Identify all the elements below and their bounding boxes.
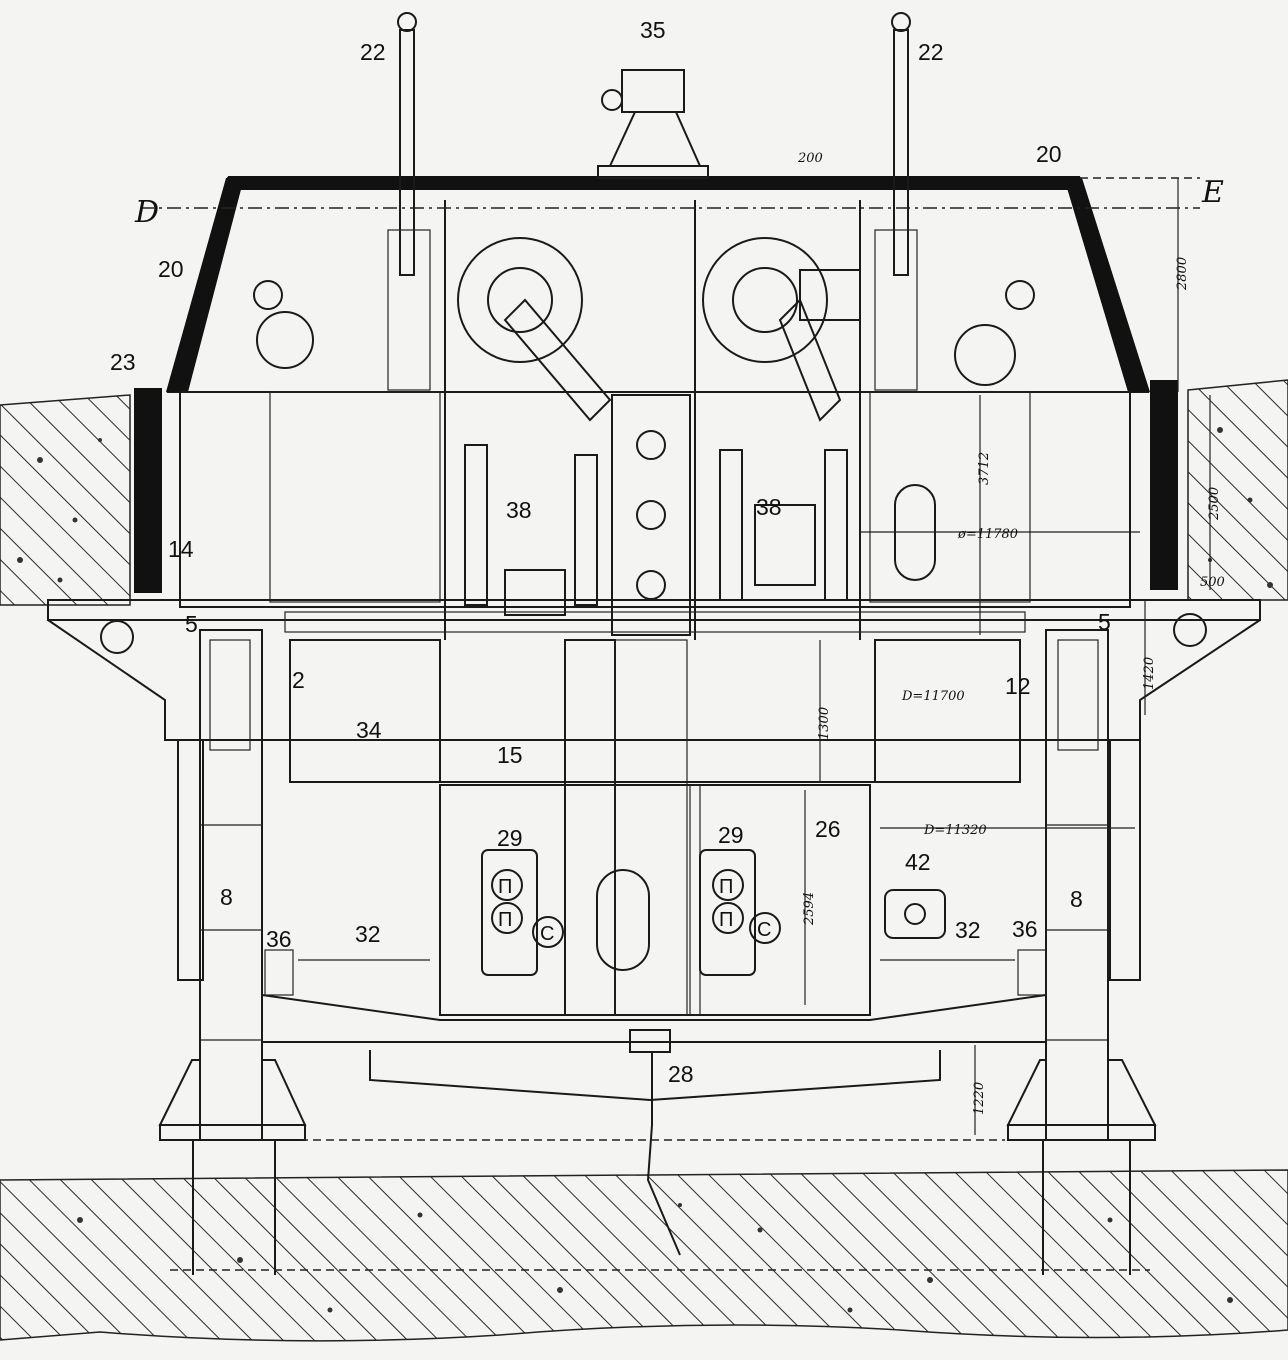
- label-32-right: 32: [955, 917, 981, 943]
- dim-phi: ø=11780: [957, 527, 1018, 542]
- dim-2800: 2800: [1175, 257, 1190, 291]
- bottom-platform: [261, 949, 1047, 1256]
- periscopes: [397, 12, 911, 276]
- label-28: 28: [668, 1061, 694, 1087]
- hoist-units: [481, 849, 946, 976]
- dim-1300: 1300: [817, 707, 832, 740]
- gear-rack-1: [464, 444, 488, 606]
- motor-42: [884, 889, 946, 939]
- label-42: 42: [905, 849, 931, 875]
- label-15: 15: [497, 742, 523, 768]
- dim-1420: 1420: [1142, 657, 1157, 690]
- periscope-right: [893, 29, 909, 276]
- label-35: 35: [640, 17, 666, 43]
- dim-diameter-1: D=11700: [901, 689, 965, 704]
- left-armor: [166, 178, 244, 392]
- turret-body: [47, 391, 1261, 1016]
- pivot: [629, 1029, 671, 1053]
- lower-chamber-left: [289, 639, 441, 783]
- label-20-right: 20: [1036, 141, 1062, 167]
- dimension-lines: [140, 177, 1211, 1135]
- symbol-p: П: [498, 876, 512, 898]
- dim-diameter-2: D=11320: [923, 823, 987, 838]
- earth-left: [0, 394, 131, 606]
- label-8-left: 8: [220, 884, 233, 910]
- column-right: [1045, 629, 1109, 1141]
- gear-rack-4: [824, 449, 848, 601]
- symbol-p: П: [498, 909, 512, 931]
- lower-chamber-right: [874, 639, 1021, 783]
- label-5-left: 5: [185, 611, 198, 637]
- label-38-left: 38: [506, 497, 532, 523]
- symbol-c: C: [757, 919, 771, 941]
- center-column: [611, 394, 691, 636]
- periscope-base: [597, 165, 709, 179]
- earth-right: [1187, 379, 1288, 601]
- breech-right: [702, 237, 828, 363]
- label-29-right: 29: [718, 822, 744, 848]
- dimension-labels: 200 2800 3712 2500 500 1420 1300 2594 12…: [797, 151, 1225, 1115]
- dim-1220: 1220: [972, 1082, 987, 1115]
- symbol-p: П: [719, 909, 733, 931]
- dim-3712: 3712: [977, 452, 992, 485]
- symbol-c: C: [540, 923, 554, 945]
- label-34: 34: [356, 717, 382, 743]
- gear-rack-2: [574, 454, 598, 606]
- motor-38-left: [504, 569, 566, 616]
- label-26: 26: [815, 816, 841, 842]
- label-22-left: 22: [360, 39, 386, 65]
- center-hoist-left: [564, 639, 616, 1016]
- ring-deck: [47, 599, 1261, 621]
- upper-compartment: [179, 391, 1131, 608]
- section-d: D: [134, 195, 159, 230]
- bedrock: [0, 1169, 1288, 1342]
- label-8-right: 8: [1070, 886, 1083, 912]
- breech-left: [457, 237, 583, 363]
- right-armor: [1064, 178, 1150, 392]
- left-collar-armor: [134, 388, 162, 593]
- gun-chamber: [444, 200, 861, 640]
- cable: [646, 1052, 681, 1256]
- label-23: 23: [110, 349, 136, 375]
- gravel-dots: [17, 427, 1273, 1313]
- recoil-right: [778, 298, 842, 422]
- label-36-left: 36: [266, 926, 292, 952]
- label-2: 2: [292, 667, 305, 693]
- gear-rack-3: [719, 449, 743, 601]
- ground: [0, 379, 1288, 1342]
- section-markers: D E: [134, 175, 1224, 230]
- label-20-left: 20: [158, 256, 184, 282]
- dim-200: 200: [797, 151, 823, 166]
- label-14: 14: [168, 536, 194, 562]
- recoil-left: [503, 298, 612, 422]
- periscope-left: [399, 29, 415, 276]
- dim-2500: 2500: [1207, 487, 1222, 521]
- right-collar-armor: [1150, 380, 1178, 590]
- section-e: E: [1201, 175, 1224, 210]
- part-labels: 22 22 35 20 20 23 14 5 5 2 12 34 15 38 3…: [110, 17, 1111, 1087]
- label-12: 12: [1005, 673, 1031, 699]
- sight-body: [621, 69, 685, 113]
- roof-armor: [226, 176, 1082, 190]
- label-22-right: 22: [918, 39, 944, 65]
- motor-38-right: [754, 504, 816, 586]
- label-32-left: 32: [355, 921, 381, 947]
- motor-right: [799, 269, 861, 321]
- dim-2594: 2594: [802, 892, 817, 926]
- symbol-p: П: [719, 876, 733, 898]
- symbols: П П C П П C: [498, 876, 771, 945]
- label-5-right: 5: [1098, 609, 1111, 635]
- lifting-columns: [158, 629, 1157, 1275]
- label-36-right: 36: [1012, 916, 1038, 942]
- dim-500: 500: [1200, 575, 1225, 590]
- label-29-left: 29: [497, 825, 523, 851]
- cupola: [134, 69, 1178, 593]
- sight-knob: [601, 89, 623, 111]
- label-38-right: 38: [756, 494, 782, 520]
